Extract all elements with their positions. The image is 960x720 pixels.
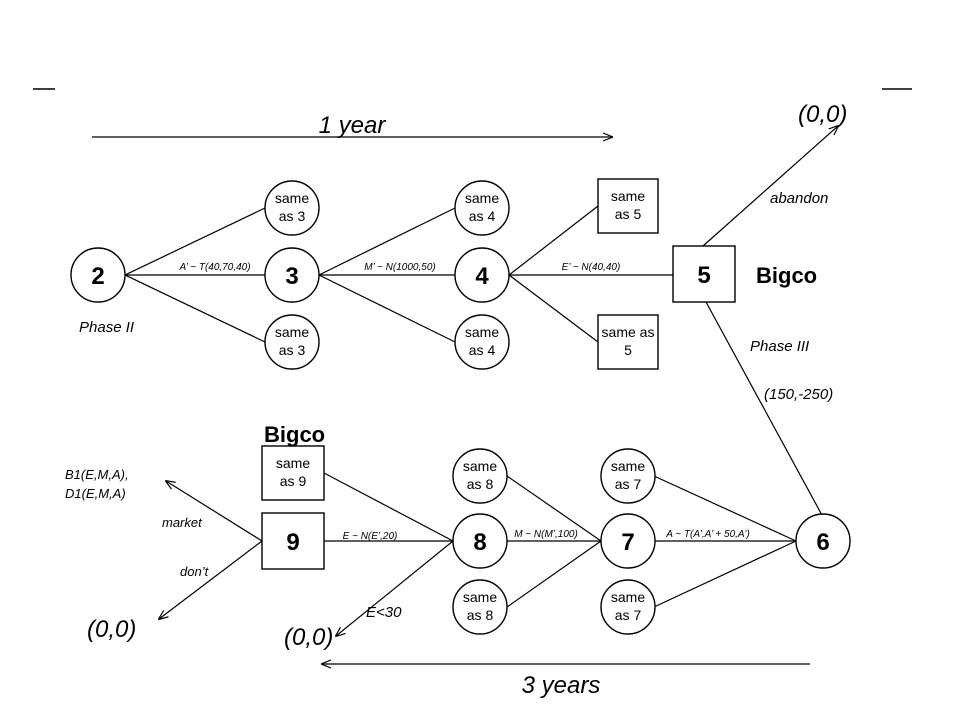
edge-5-to-6-phase3 bbox=[705, 301, 824, 518]
chance-node-4 bbox=[454, 247, 510, 303]
node-6-label: 6 bbox=[816, 529, 829, 556]
decision-node-5 bbox=[672, 245, 736, 303]
chance-node-7 bbox=[600, 513, 656, 569]
same-as-4-bottom-line2: as 4 bbox=[469, 342, 496, 358]
same-as-3-top-line1: same bbox=[275, 190, 309, 206]
chance-node-2 bbox=[70, 247, 126, 303]
same-as-8-top-line2: as 8 bbox=[467, 476, 494, 492]
e-less-than-30-label: E<30 bbox=[366, 604, 402, 621]
chance-node-8 bbox=[452, 513, 508, 569]
edge-label-a-prime: A’ ~ T(40,70,40) bbox=[178, 262, 250, 273]
same-as-5-top-node bbox=[597, 178, 659, 234]
edge-6-to-same7-top bbox=[653, 475, 797, 542]
same-as-3-bottom-line1: same bbox=[275, 324, 309, 340]
same-as-5-top-line1: same bbox=[611, 188, 645, 204]
bigco-bottom-label: Bigco bbox=[264, 422, 325, 447]
same-as-5-bottom-line1: same as bbox=[602, 324, 655, 340]
edge-3-to-same4-top bbox=[318, 207, 456, 276]
phase-2-label: Phase II bbox=[79, 319, 134, 336]
node-9-label: 9 bbox=[286, 529, 299, 556]
edge-8-e30-arrow bbox=[336, 540, 454, 636]
same-as-8-bottom-node bbox=[452, 579, 508, 635]
edge-4-to-same5-top bbox=[508, 205, 599, 276]
same-as-9-line2: as 9 bbox=[280, 473, 307, 489]
timeline-3-years-label: 3 years bbox=[522, 672, 601, 699]
edge-5-abandon-arrow bbox=[702, 126, 838, 247]
same-as-7-bottom-node bbox=[600, 579, 656, 635]
same-as-9-node bbox=[261, 445, 325, 501]
abandon-label: abandon bbox=[770, 190, 828, 207]
edge-label-a: A ~ T(A’,A’ + 50,A’) bbox=[665, 529, 750, 540]
same-as-5-bottom-line2: 5 bbox=[624, 342, 632, 358]
same-as-4-top-node bbox=[454, 180, 510, 236]
same-as-4-bottom-node bbox=[454, 314, 510, 370]
same-as-7-top-line1: same bbox=[611, 458, 645, 474]
edge-label-m: M ~ N(M’,100) bbox=[514, 529, 578, 540]
same-as-5-bottom-node bbox=[597, 314, 659, 370]
node-3-label: 3 bbox=[285, 263, 298, 290]
same-as-8-top-line1: same bbox=[463, 458, 497, 474]
edge-8-to-same9 bbox=[323, 472, 454, 542]
edge-4-to-same5-bottom bbox=[508, 274, 599, 343]
same-as-9-line1: same bbox=[276, 455, 310, 471]
same-as-3-top-node bbox=[264, 180, 320, 236]
chance-node-3 bbox=[264, 247, 320, 303]
payoff-phase-3: (150,-250) bbox=[764, 386, 833, 403]
edge-2-to-same3-bottom bbox=[124, 274, 266, 343]
market-label: market bbox=[162, 515, 203, 530]
node-4-label: 4 bbox=[475, 263, 489, 290]
node-5-label: 5 bbox=[697, 262, 710, 289]
same-as-4-top-line1: same bbox=[465, 190, 499, 206]
same-as-7-top-node bbox=[600, 448, 656, 504]
phase-3-label: Phase III bbox=[750, 338, 809, 355]
node-7-label: 7 bbox=[621, 529, 634, 556]
payoff-e-less-than-30: (0,0) bbox=[284, 624, 333, 651]
edge-2-to-same3-top bbox=[124, 207, 266, 276]
same-as-3-bottom-node bbox=[264, 314, 320, 370]
edge-6-to-same7-bottom bbox=[653, 540, 797, 608]
payoff-dont: (0,0) bbox=[87, 616, 136, 643]
same-as-3-top-line2: as 3 bbox=[279, 208, 306, 224]
edge-3-to-same4-bottom bbox=[318, 274, 456, 343]
edge-label-e-prime: E’ ~ N(40,40) bbox=[562, 262, 621, 273]
dont-label: don’t bbox=[180, 564, 210, 579]
same-as-8-top-node bbox=[452, 448, 508, 504]
same-as-7-bottom-line2: as 7 bbox=[615, 607, 642, 623]
edge-7-to-same8-bottom bbox=[506, 540, 602, 608]
payoff-abandon: (0,0) bbox=[798, 101, 847, 128]
market-outcome-line1: B1(E,M,A), bbox=[65, 467, 129, 482]
bigco-top-label: Bigco bbox=[756, 263, 817, 288]
same-as-3-bottom-line2: as 3 bbox=[279, 342, 306, 358]
node-2-label: 2 bbox=[91, 263, 104, 290]
timeline-1-year-label: 1 year bbox=[319, 112, 387, 139]
edge-9-market-arrow bbox=[166, 481, 263, 542]
decision-node-9 bbox=[261, 512, 325, 570]
same-as-8-bottom-line2: as 8 bbox=[467, 607, 494, 623]
edge-7-to-same8-top bbox=[506, 475, 602, 542]
node-8-label: 8 bbox=[473, 529, 486, 556]
chance-node-6 bbox=[795, 513, 851, 569]
same-as-4-bottom-line1: same bbox=[465, 324, 499, 340]
same-as-7-bottom-line1: same bbox=[611, 589, 645, 605]
same-as-8-bottom-line1: same bbox=[463, 589, 497, 605]
same-as-4-top-line2: as 4 bbox=[469, 208, 496, 224]
same-as-5-top-line2: as 5 bbox=[615, 206, 642, 222]
edge-9-dont-arrow bbox=[159, 540, 263, 619]
edge-label-m-prime: M’ ~ N(1000,50) bbox=[364, 262, 435, 273]
same-as-7-top-line2: as 7 bbox=[615, 476, 642, 492]
edge-label-e: E ~ N(E’,20) bbox=[343, 531, 398, 542]
market-outcome-line2: D1(E,M,A) bbox=[65, 486, 126, 501]
